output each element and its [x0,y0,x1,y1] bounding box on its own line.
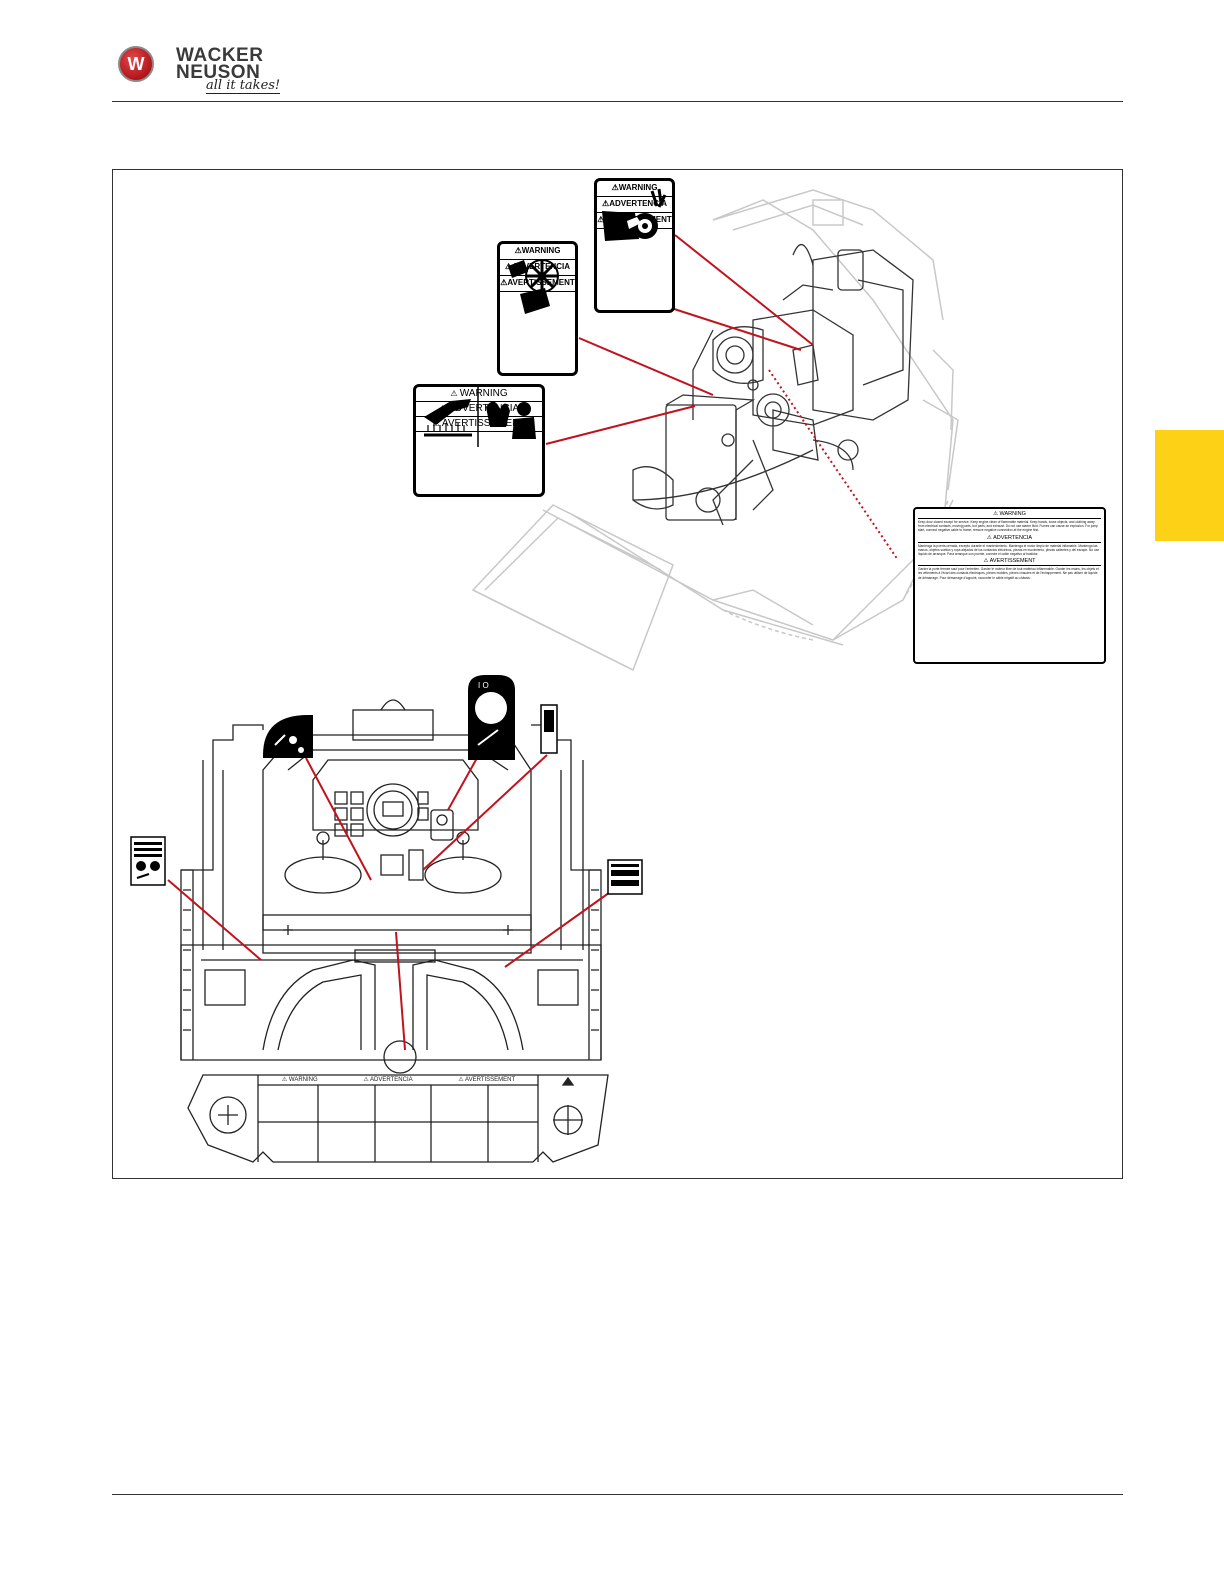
brand-name-line1: WACKER [176,45,264,66]
decal-avertissement-label: AVERTISSEMENT [441,418,526,429]
fan-warning-decal: ⚠WARNING ⚠ADVERTENCIA ⚠AVERTISSEMENT [497,241,578,376]
decal-warning-label: WARNING [459,388,508,399]
belt-warning-decal: ⚠WARNING ⚠ADVERTENCIA ⚠AVERTISSEMENT [594,178,675,313]
section-tab [1155,430,1224,541]
gauge-label-decal [540,704,558,754]
footer-divider [112,1494,1123,1495]
text-decal-advertencia-heading: ADVERTENCIA [993,534,1033,541]
brand-logo: W WACKER NEUSON all it takes! [118,44,288,96]
belt-entanglement-icon [602,188,667,241]
text-decal-avertissement-heading: AVERTISSEMENT [989,558,1036,565]
machine-illustration: I O [130,189,959,1163]
hot-surface-icon [424,387,536,447]
header-divider [112,101,1123,102]
panel-warning-label: WARNING [288,1077,318,1083]
decal-warning-label: WARNING [618,183,658,192]
panel-avertissement-label: AVERTISSEMENT [465,1077,516,1083]
panel-advertencia-label: ADVERTENCIA [370,1077,413,1083]
engine-compartment-text-decal: ⚠ WARNING Keep door closed except for se… [913,507,1106,664]
text-decal-warning-heading: WARNING [999,511,1026,517]
right-side-decal [607,859,643,895]
hot-surface-warning-decal: ⚠ WARNING ⚠ ADVERTENCIA ⚠ AVERTISSEMENT [413,384,545,497]
decal-location-figure: I O [112,169,1123,1179]
brand-tagline: all it takes! [206,78,281,94]
text-decal-advertencia-body: Mantenga la puerta cerrada, excepto dura… [918,543,1100,557]
brand-name-line2: NEUSON [176,62,261,83]
decal-advertencia-label: ADVERTENCIA [609,199,667,208]
key-switch-decal: I O [468,675,515,760]
control-panel-decal [187,1074,609,1163]
wacker-neuson-logo-icon: W [118,46,154,82]
svg-text:I O: I O [478,681,489,690]
text-decal-avertissement-body: Garder la porte fermée sauf pour l'entre… [918,567,1099,580]
panel-decal-headers: ⚠ WARNING ⚠ ADVERTENCIA ⚠ AVERTISSEMENT [281,1077,516,1083]
fan-blade-icon [508,259,559,314]
left-side-decal [130,836,166,886]
text-decal-warning-body: Keep door closed except for service. Kee… [918,520,1098,533]
decal-warning-label: WARNING [521,246,561,255]
decal-advertencia-label: ADVERTENCIA [448,403,520,414]
throttle-decal [263,715,313,758]
